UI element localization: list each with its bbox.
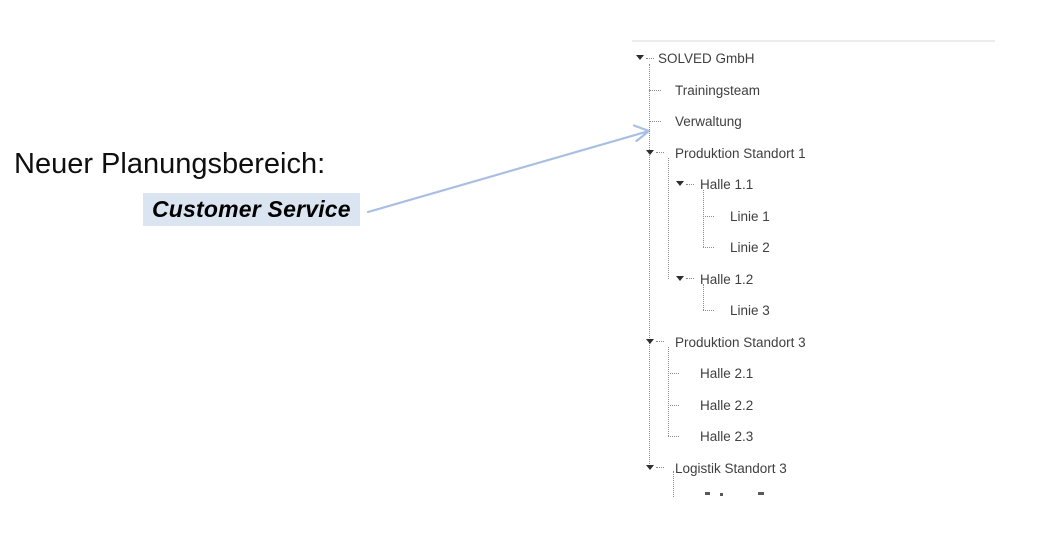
tree-item-linie-2[interactable]: Linie 2 (630, 237, 1040, 269)
tree-item-halle-1-2[interactable]: Halle 1.2 (630, 269, 1040, 301)
tree-item-label[interactable]: Produktion Standort 1 (675, 145, 806, 161)
tree-item-label[interactable]: Logistik Standort 3 (675, 460, 787, 476)
collapse-toggle-icon[interactable] (676, 273, 694, 285)
clipped-text-fragment (705, 492, 710, 495)
tree-item-label[interactable]: SOLVED GmbH (658, 51, 755, 66)
panel-top-divider (632, 40, 995, 42)
tree-branch-connector (649, 121, 661, 122)
collapse-toggle-icon[interactable] (646, 147, 664, 159)
tree-item-label[interactable]: Verwaltung (675, 114, 742, 129)
tree-item-label[interactable]: Halle 2.3 (700, 429, 754, 444)
tree-connector-line (668, 347, 669, 436)
tree-item-partial[interactable] (630, 489, 1040, 497)
collapse-toggle-icon[interactable] (646, 462, 664, 474)
tree-item-label[interactable]: Linie 2 (730, 240, 770, 255)
highlighted-planning-area-label: Customer Service (143, 193, 360, 226)
tree-connector-line (673, 471, 674, 497)
tree-item-halle-2-2[interactable]: Halle 2.2 (630, 395, 1040, 427)
clipped-text-fragment (758, 492, 764, 495)
planning-area-treeview[interactable]: SOLVED GmbH Trainingsteam Verwaltung Pro… (630, 48, 1040, 497)
tree-connector-line (668, 158, 669, 279)
tree-connector-line (703, 284, 704, 310)
tree-item-label[interactable]: Halle 2.1 (700, 366, 754, 381)
tree-item-produktion-standort-1[interactable]: Produktion Standort 1 (630, 143, 1040, 175)
tree-item-logistik-standort-3[interactable]: Logistik Standort 3 (630, 458, 1040, 490)
tree-item-halle-2-3[interactable]: Halle 2.3 (630, 426, 1040, 458)
tree-item-verwaltung[interactable]: Verwaltung (630, 111, 1040, 143)
tree-branch-connector (668, 436, 679, 437)
annotation-heading: Neuer Planungsbereich: (14, 148, 326, 180)
tree-item-label[interactable]: Produktion Standort 3 (675, 334, 806, 350)
tree-branch-connector (703, 247, 714, 248)
tree-item-label[interactable]: Linie 3 (730, 303, 770, 318)
collapse-toggle-icon[interactable] (636, 52, 654, 64)
tree-connector-line (703, 189, 704, 247)
clipped-text-fragment (720, 493, 723, 496)
tree-connector-line (649, 63, 650, 468)
tree-item-label[interactable]: Halle 1.1 (700, 177, 754, 192)
tree-branch-connector (668, 373, 679, 374)
tree-item-halle-2-1[interactable]: Halle 2.1 (630, 363, 1040, 395)
tree-item-linie-3[interactable]: Linie 3 (630, 300, 1040, 332)
collapse-toggle-icon[interactable] (646, 336, 664, 348)
collapse-toggle-icon[interactable] (676, 178, 694, 190)
tree-branch-connector (668, 404, 679, 406)
tree-item-solved-gmbh[interactable]: SOLVED GmbH (630, 48, 1040, 80)
tree-item-label[interactable]: Halle 1.2 (700, 271, 754, 287)
tree-item-label[interactable]: Linie 1 (730, 208, 770, 224)
tree-item-halle-1-1[interactable]: Halle 1.1 (630, 174, 1040, 206)
tree-item-linie-1[interactable]: Linie 1 (630, 206, 1040, 238)
tree-item-label[interactable]: Halle 2.2 (700, 397, 754, 413)
tree-branch-connector (703, 215, 714, 217)
tree-branch-connector (703, 310, 714, 311)
tree-item-trainingsteam[interactable]: Trainingsteam (630, 80, 1040, 112)
tree-item-label[interactable]: Trainingsteam (675, 82, 761, 98)
tree-branch-connector (649, 89, 661, 91)
tree-item-produktion-standort-3[interactable]: Produktion Standort 3 (630, 332, 1040, 364)
